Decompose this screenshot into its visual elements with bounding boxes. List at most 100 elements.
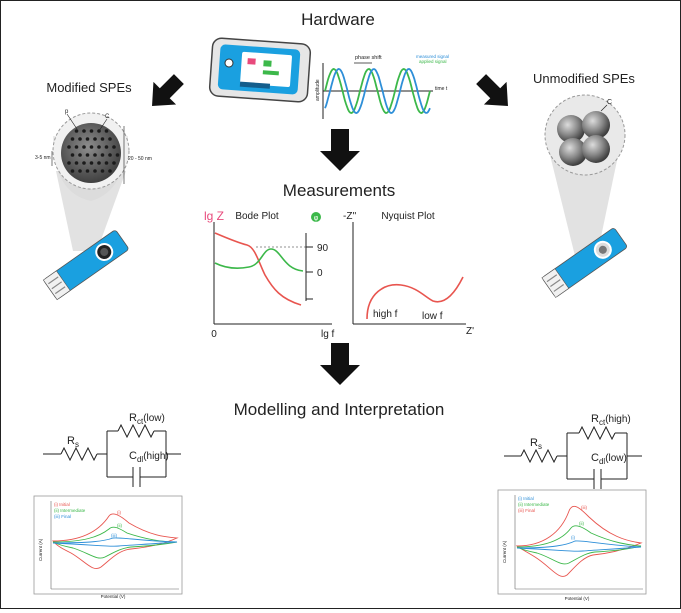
bode-x-label: lg f [321,329,335,340]
cv-plot-right: (i) Initial (ii) Intermediate (iii) Fina… [497,489,647,601]
nanoparticle-dot [70,153,75,157]
nanoparticle-dot [89,161,94,165]
nanoparticle-dot [115,153,120,157]
measurements-title: Measurements [283,181,395,200]
cv-curve-initial [52,513,179,569]
time-label: time t [435,86,448,92]
dimension-right-label: 20 - 50 nm [128,156,152,162]
cdl-note: (high) [143,451,169,462]
nyquist-high-f: high f [373,309,398,320]
nanoparticle-dot [104,161,109,165]
measured-signal-wave [324,68,431,114]
nanoparticle-dot [112,161,116,165]
cv-curve-intermediate [52,526,178,559]
cv-legend-intermediate: (ii) Intermediate [54,508,86,513]
amplitude-label: amplitude [315,79,321,101]
cdl-subscript: dl [137,455,143,464]
bode-y-label: lg Z [204,209,224,223]
phase-symbol-glyph: φ [314,215,319,222]
bode-magnitude-curve [214,232,302,306]
rct-label: R [129,412,137,424]
nanoparticle-dot [108,153,112,157]
cv-ylabel: Current (A) [502,540,507,563]
arrow-left-icon [152,74,184,106]
applied-signal-label: applied signal [419,59,447,64]
cv-legend-initial: (i) Initial [518,496,534,501]
nyquist-y-label: -Z'' [343,211,356,222]
nanoparticle-dot [74,161,79,165]
phase-symbol-icon [311,212,321,222]
applied-signal-wave [324,68,431,114]
dimension-left-label: 3-5 nm [35,155,51,161]
cdl-note: (low) [605,453,627,464]
rs-label: R [67,435,75,447]
nanoparticle-dot [85,169,90,173]
nanoparticle-dot [97,145,101,149]
cdl-label: C [591,452,599,464]
cv-peak-iii: (iii) [111,533,117,538]
nanoparticle-dot [108,137,112,141]
modified-spes-label: Modified SPEs [46,80,132,95]
rct-subscript: ct [137,417,144,426]
cv-peak-ii: (ii) [579,521,584,526]
nanoparticle-dot [104,129,109,133]
nanoparticle-dot [78,169,82,173]
nanoparticle-dot [108,169,112,173]
nanoparticle-dot [100,137,105,141]
rct-subscript: ct [599,418,606,427]
svg-text:Rs: Rs [67,435,79,449]
nanoparticle-dot [93,169,97,173]
bode-x-zero: 0 [211,329,217,340]
nanoparticle-dot [74,129,79,133]
phase-shift-label: phase shift [355,55,382,61]
nanoparticle-dot [67,145,71,149]
cdl-subscript: dl [599,457,605,466]
nanoparticle-dot [78,137,82,141]
modelling-title: Modelling and Interpretation [234,400,445,419]
nanoparticle-dot [70,137,75,141]
bode-tick-90: 90 [317,243,329,254]
nanoparticle-dot [85,153,90,157]
cv-plot-left: (i) Initial (ii) Intermediate (iii) Fina… [33,495,183,599]
arrow-down-icon [320,129,360,171]
svg-text:Cdl(high): Cdl(high) [129,450,169,464]
nanoparticle-dot [78,153,82,157]
cv-curve-final [516,540,642,552]
bode-tick-0: 0 [317,268,323,279]
signal-plot: phase shift measured signal applied sign… [315,54,449,119]
svg-text:Rct(low): Rct(low) [129,412,165,426]
modified-spe-illustration: p C 3-5 nm 20 - 50 nm [35,109,152,301]
resistor-rs-icon [60,446,98,462]
nanoparticle-dot [74,145,79,149]
cv-legend-intermediate: (ii) Intermediate [518,502,550,507]
bode-plot: lg Z Bode Plot φ 90 0 0 lg f [204,209,335,340]
nanoparticle-label-c: C [105,114,110,120]
nyquist-plot: -Z'' Nyquist Plot high f low f Z' [343,211,474,337]
carbon-sphere-icon [582,111,610,139]
arrow-down-icon [320,343,360,385]
carbon-sphere-icon [559,138,587,166]
cv-ylabel: Current (A) [38,538,43,561]
circuit-right-labels: Rs Rct(high) Cdl(low) [530,413,631,466]
svg-text:Cdl(low): Cdl(low) [591,452,627,466]
resistor-rct-icon [578,425,616,441]
rs-subscript: s [75,440,79,449]
nyquist-low-f: low f [422,311,443,322]
cv-curve-intermediate [516,525,642,565]
rct-label: R [591,413,599,425]
carbon-label-c: C [607,99,612,106]
potentiostat-device [208,37,312,103]
nyquist-title: Nyquist Plot [381,211,435,222]
resistor-rs-icon [520,448,558,464]
screen-printed-electrode-left [42,230,129,301]
cv-curve-final [52,537,178,547]
unmodified-spes-label: Unmodified SPEs [533,71,635,86]
cv-xlabel: Potential (V) [101,594,126,599]
cv-peak-i: (i) [117,510,121,515]
measured-signal-label: measured signal [416,54,449,59]
nanoparticle-dot [82,161,86,165]
nanoparticle-dot [97,161,101,165]
nanoparticle-dot [82,129,86,133]
